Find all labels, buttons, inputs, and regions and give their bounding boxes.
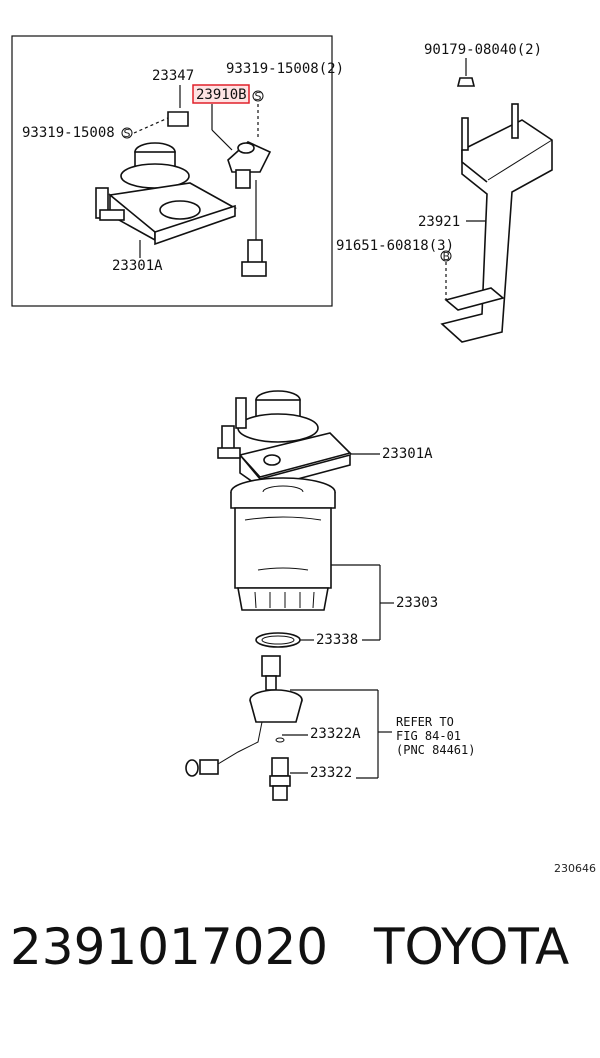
svg-text:S: S [255,90,262,103]
sensor-assembly [185,655,303,777]
label-23921[interactable]: 23921 [418,214,460,230]
highlight-box-23910b [192,84,250,104]
footer-part-number: 2391017020 [10,918,328,976]
refer-note-line-3: (PNC 84461) [396,743,475,757]
filter-head-main [217,390,352,491]
label-93319-15008-2[interactable]: 93319-15008(2) [226,61,344,77]
screw-icon: S [121,127,133,140]
label-23347[interactable]: 23347 [152,68,194,84]
screw-icon: S [252,90,264,103]
nut-icon [456,77,476,87]
sensor-23322 [269,757,291,801]
inset-frame [11,35,333,307]
label-23322a[interactable]: 23322A [310,726,361,742]
label-93319-15008[interactable]: 93319-15008 [22,125,115,141]
clip-23347 [167,111,189,127]
svg-text:B: B [443,250,451,263]
filter-cartridge-23303 [230,477,336,611]
label-90179-08040-2[interactable]: 90179-08040(2) [424,42,542,58]
label-91651-60818-3[interactable]: 91651-60818(3) [336,238,454,254]
label-23322[interactable]: 23322 [310,765,352,781]
label-23910b[interactable]: 23910B [196,87,247,103]
svg-text:S: S [124,127,131,140]
bolt-icon: B [440,250,452,263]
oring-23322a [275,737,285,743]
label-23301a-top[interactable]: 23301A [112,258,163,274]
bracket-23921 [440,103,553,343]
gasket-23338 [255,632,301,648]
refer-note-line-2: FIG 84-01 [396,729,461,743]
filter-head-inset [95,142,237,246]
sensor-23910b-inset [227,141,272,277]
label-23303[interactable]: 23303 [396,595,438,611]
figure-code: 230646 [554,862,596,875]
refer-note-line-1: REFER TO [396,715,454,729]
label-23338[interactable]: 23338 [316,632,358,648]
footer-brand: TOYOTA [373,918,569,976]
label-23301a-mid[interactable]: 23301A [382,446,433,462]
